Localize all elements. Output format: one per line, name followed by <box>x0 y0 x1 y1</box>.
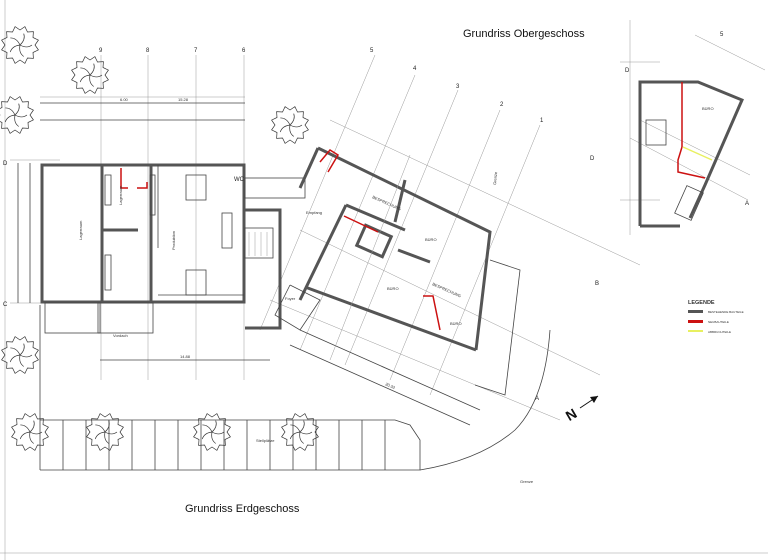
axis-label: A <box>745 201 749 207</box>
upper-floor-plan: BÜRO D D 5 A <box>590 20 766 235</box>
legend-title: LEGENDE <box>688 300 715 306</box>
axis-label: 3 <box>456 84 460 90</box>
axis-label: 5 <box>720 32 724 38</box>
room-label: Foyer <box>285 296 296 301</box>
axis-label: B <box>595 281 599 287</box>
axis-label: 4 <box>413 66 417 72</box>
tree-icon <box>1 336 39 374</box>
tree-icon <box>1 26 39 64</box>
axis-label: 6 <box>242 48 246 54</box>
axis-label: 9 <box>99 48 103 54</box>
dimension-label: 6.00 <box>120 97 129 102</box>
room-label: Produktion <box>171 231 176 250</box>
tree-icon <box>11 413 49 451</box>
room-label: BESPRECHUNG <box>372 194 402 211</box>
tree-icon <box>193 413 231 451</box>
tree-icon <box>71 56 109 94</box>
office-building: BÜRO BÜRO BÜRO BESPRECHUNG BESPRECHUNG G… <box>274 146 521 396</box>
room-label: Grenze <box>520 479 534 484</box>
room-label: WC <box>234 177 245 183</box>
north-arrow-icon: N <box>563 395 599 424</box>
tree-icon <box>281 413 319 451</box>
legend-swatch-existing <box>688 310 703 313</box>
room-label: Lagerraum <box>118 185 123 205</box>
north-label: N <box>563 405 580 424</box>
axis-label: A <box>535 396 539 402</box>
axis-label: 1 <box>540 118 544 124</box>
axis-label: 8 <box>146 48 150 54</box>
axis-label: D <box>3 161 8 167</box>
legend: LEGENDE BESTEHENDE BAUTEILE NEUBAUTEILE … <box>688 300 744 334</box>
dimension-label: 14.88 <box>180 354 191 359</box>
room-label: Empfang <box>306 210 322 215</box>
room-label: BÜRO <box>702 106 714 111</box>
axis-label: 7 <box>194 48 198 54</box>
tree-icon <box>271 106 309 144</box>
parking-row: Stellplätze Grenze <box>39 305 551 484</box>
tree-icon <box>0 96 34 134</box>
dimension-lines: 15.28 14.88 6.00 20.33 <box>17 96 481 426</box>
room-label: BÜRO <box>425 237 437 242</box>
ground-floor-title: Grundriss Erdgeschoss <box>185 503 300 515</box>
upper-floor-title: Grundriss Obergeschoss <box>463 28 585 40</box>
axis-label: 5 <box>370 48 374 54</box>
dimension-label: 20.33 <box>385 381 397 390</box>
room-label: Lagerraum <box>78 220 83 240</box>
trees <box>0 26 319 451</box>
axis-label: D <box>625 68 630 74</box>
axis-label: C <box>3 302 8 308</box>
legend-swatch-new <box>688 320 703 323</box>
stair-connector: Foyer Empfang <box>244 177 322 330</box>
grid-axes: 9 8 7 6 5 4 3 2 1 D C B A <box>3 48 641 421</box>
ground-floor-building: Lagerraum Lagerraum Produktion WC Vordac… <box>40 163 246 338</box>
legend-swatch-demolish <box>688 330 703 332</box>
room-label: BÜRO <box>387 286 399 291</box>
room-label: Grenze <box>492 171 498 185</box>
room-label: BÜRO <box>450 321 462 326</box>
legend-label: ABBRUCHTEILE <box>708 330 731 334</box>
tree-icon <box>86 413 124 451</box>
room-label: Vordach <box>113 333 128 338</box>
legend-label: BESTEHENDE BAUTEILE <box>708 310 744 314</box>
dimension-label: 15.28 <box>178 97 189 102</box>
axis-label: 2 <box>500 102 504 108</box>
axis-label: D <box>590 156 595 162</box>
legend-label: NEUBAUTEILE <box>708 320 729 324</box>
room-label: Stellplätze <box>256 438 275 443</box>
